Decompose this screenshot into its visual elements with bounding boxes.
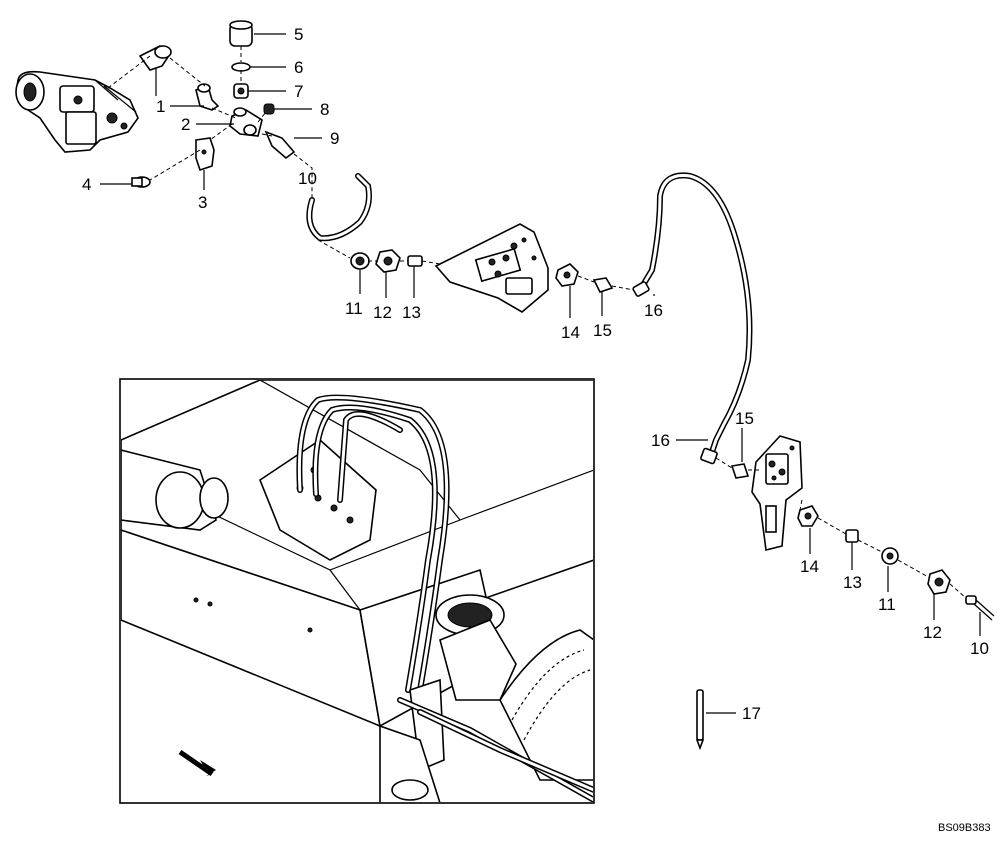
- hose-end-10-lower: [965, 595, 995, 621]
- callout-10-lower: 10: [970, 639, 989, 658]
- callout-17: 17: [742, 704, 761, 723]
- callout-2: 2: [181, 115, 190, 134]
- callout-12-upper: 12: [373, 303, 392, 322]
- callout-9: 9: [330, 129, 339, 148]
- mounting-plate-upper: [434, 223, 549, 313]
- callout-16-upper: 16: [644, 301, 663, 320]
- nut-12-upper: [375, 249, 401, 273]
- fitting-15-upper: [592, 277, 614, 293]
- callout-1: 1: [156, 97, 165, 116]
- installation-view-inset: [119, 378, 595, 804]
- elbow-fitting-upper: [138, 45, 172, 71]
- nut-14-upper: [555, 263, 579, 287]
- fitting-13-upper: [407, 255, 423, 267]
- bolt: [131, 176, 151, 188]
- callout-5: 5: [294, 25, 303, 44]
- pressure-switch: [229, 20, 253, 47]
- nut-14-lower: [797, 505, 819, 527]
- nut-11-upper: [350, 252, 370, 270]
- callout-10-upper: 10: [298, 169, 317, 188]
- callout-11-upper: 11: [345, 299, 363, 318]
- mounting-bracket-lower: [751, 435, 803, 551]
- drawing-code: BS09B383: [938, 822, 991, 834]
- callout-3: 3: [198, 193, 207, 212]
- callout-7: 7: [294, 82, 303, 101]
- callout-15-lower: 15: [735, 409, 754, 428]
- pin: [695, 689, 705, 751]
- leader-lines: [100, 33, 981, 714]
- actuator-valve-assembly: [15, 70, 139, 153]
- callout-15-upper: 15: [593, 321, 612, 340]
- fitting-15-lower: [730, 463, 750, 479]
- cap: [263, 103, 275, 115]
- callout-11-lower: 11: [878, 595, 896, 614]
- bracket: [195, 137, 215, 172]
- nut-12-lower: [927, 569, 951, 595]
- fitting-13-lower: [845, 529, 859, 543]
- callout-labels: 1 2 3 4 5 6 7 8 9 10 11 12 13 14 15 16 1…: [82, 25, 989, 723]
- callout-6: 6: [294, 58, 303, 77]
- hose-fitting-9: [264, 130, 296, 160]
- elbow-fitting-lower: [195, 83, 220, 111]
- tee-fitting: [229, 107, 263, 137]
- callout-14-lower: 14: [800, 557, 819, 576]
- callout-8: 8: [320, 100, 329, 119]
- adapter-fitting: [233, 83, 249, 99]
- callout-13-upper: 13: [402, 303, 421, 322]
- nut-11-lower: [881, 547, 899, 565]
- callout-12-lower: 12: [923, 623, 942, 642]
- long-hose: [632, 172, 753, 465]
- hose-upper: [306, 173, 372, 242]
- callout-14-upper: 14: [561, 323, 580, 342]
- callout-13-lower: 13: [843, 573, 862, 592]
- o-ring: [231, 62, 251, 72]
- callout-16-lower: 16: [651, 431, 670, 450]
- callout-4: 4: [82, 175, 91, 194]
